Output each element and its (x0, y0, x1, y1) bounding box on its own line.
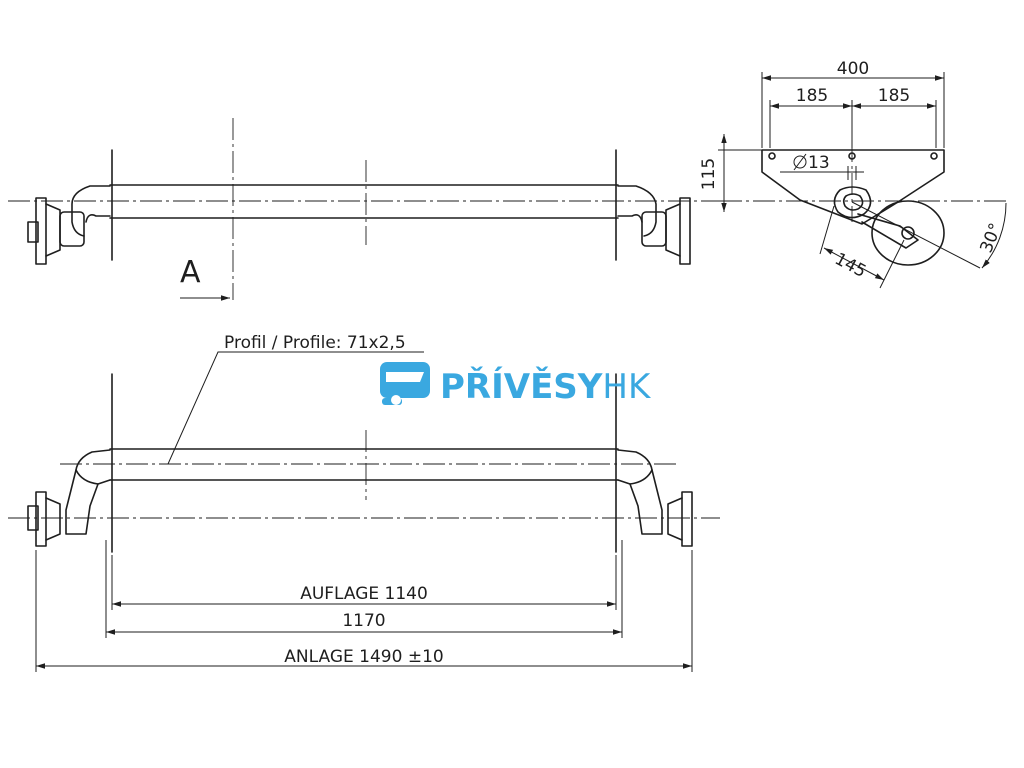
height-dim: 115 (699, 158, 719, 190)
hole-diameter-dim: 13 (808, 153, 830, 173)
right-arm-front (617, 449, 693, 547)
brand-bold: PŘÍVĚSY (440, 366, 603, 407)
hole-diameter-label: 13 (793, 153, 830, 173)
bottom-dimensions: AUFLAGE 1140 1170 ANLAGE 1490 ±10 (35, 540, 693, 672)
auflage-dim: AUFLAGE 1140 (300, 584, 428, 604)
profile-leader (167, 351, 424, 465)
anlage-dim: ANLAGE 1490 ±10 (284, 647, 443, 667)
front-view: Profil / Profile: 71x2,5 (8, 333, 720, 553)
profile-label: Profil / Profile: 71x2,5 (224, 333, 406, 353)
left-arm-front (27, 449, 111, 547)
top-view: A (8, 118, 720, 301)
left-hub-top (27, 185, 111, 265)
brand-name: PŘÍVĚSYHK (440, 366, 652, 407)
left-half-dim: 185 (796, 86, 828, 106)
section-marker: A (180, 255, 201, 290)
top-width-dim: 400 (837, 59, 869, 79)
arm-length-dim: 145 (831, 249, 869, 282)
brand-light: HK (602, 367, 652, 407)
trailer-icon (380, 362, 430, 405)
arm-angle-dim: 30° (976, 220, 1006, 255)
right-half-dim: 185 (878, 86, 910, 106)
right-hub-top (617, 185, 691, 265)
total-1170-dim: 1170 (342, 611, 385, 631)
side-view: 400 185 185 115 13 145 30° (699, 59, 1010, 289)
brand-logo: PŘÍVĚSYHK (380, 362, 652, 407)
